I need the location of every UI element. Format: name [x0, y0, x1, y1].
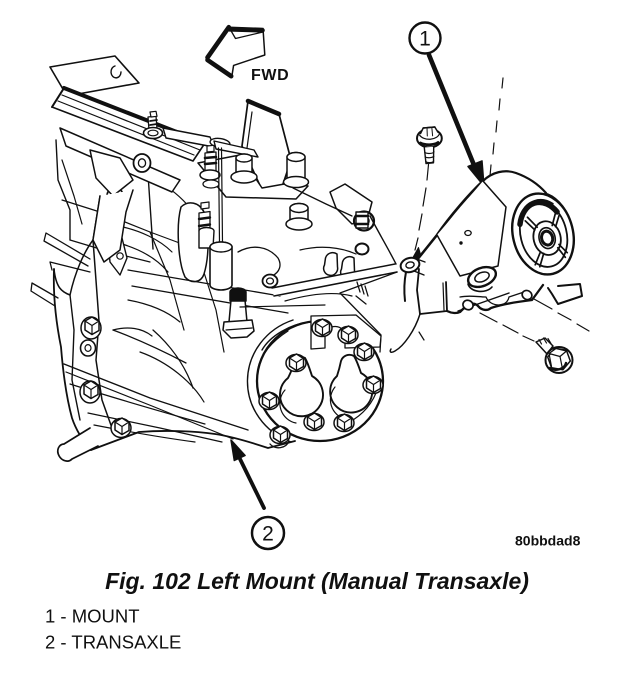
svg-text:Fig. 102 Left Mount (Manual Tr: Fig. 102 Left Mount (Manual Transaxle): [105, 568, 529, 594]
svg-text:1: 1: [419, 28, 431, 51]
svg-text:2 - TRANSAXLE: 2 - TRANSAXLE: [45, 632, 181, 653]
svg-text:FWD: FWD: [251, 67, 289, 84]
svg-text:1 - MOUNT: 1 - MOUNT: [45, 606, 140, 627]
svg-text:2: 2: [262, 523, 274, 546]
svg-text:80bbdad8: 80bbdad8: [515, 533, 581, 549]
